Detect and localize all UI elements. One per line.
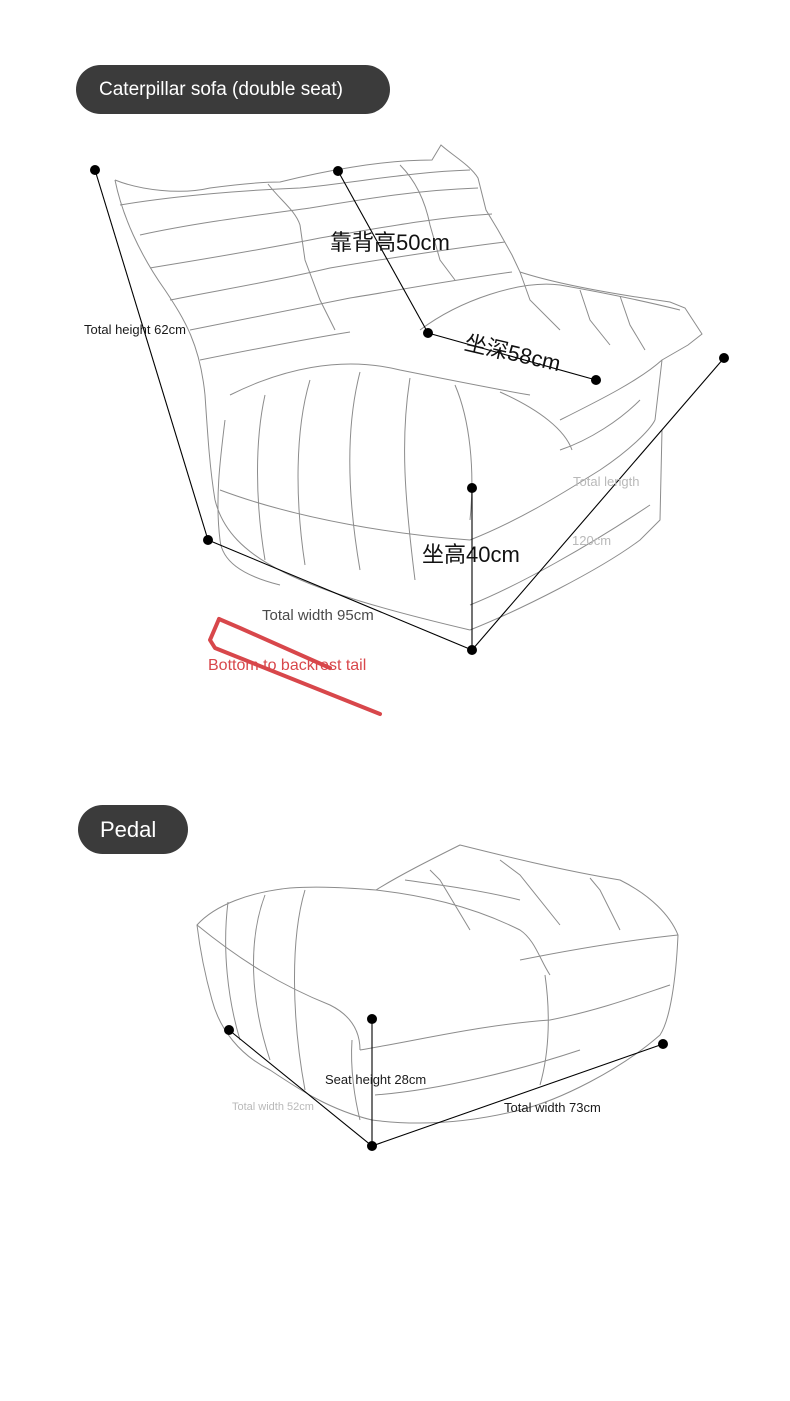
pedal-dimension-points xyxy=(224,1014,668,1151)
seat-height-label: 坐高40cm xyxy=(422,542,520,567)
dimension-point xyxy=(719,353,729,363)
pedal-dimension-lines xyxy=(228,1019,664,1147)
dimension-point xyxy=(203,535,213,545)
sofa-dimension-points xyxy=(90,165,729,655)
total-length-line xyxy=(471,357,725,651)
dimension-point xyxy=(367,1141,377,1151)
dimension-point xyxy=(591,375,601,385)
red-highlight-mark xyxy=(208,617,382,716)
backrest-height-label: 靠背高50cm xyxy=(330,230,450,255)
dimension-point xyxy=(224,1025,234,1035)
pedal-width-left-line xyxy=(228,1029,373,1147)
sofa-outline xyxy=(114,144,703,631)
total-length-label: Total length xyxy=(573,474,640,489)
dimension-point xyxy=(467,645,477,655)
seat-depth-line xyxy=(427,332,597,381)
pedal-outline xyxy=(196,844,679,1124)
total-height-line xyxy=(94,169,209,541)
total-width-label: Total width 95cm xyxy=(262,607,374,624)
total-length-value: 120cm xyxy=(572,533,612,548)
total-height-label: Total height 62cm xyxy=(84,322,186,337)
sofa-title-badge: Caterpillar sofa (double seat) xyxy=(76,65,390,114)
backrest-tail-note: Bottom to backrest tail xyxy=(208,657,367,674)
backrest-height-line xyxy=(337,170,429,334)
dimension-point xyxy=(367,1014,377,1024)
dimension-point xyxy=(467,483,477,493)
sofa-dimension-lines xyxy=(94,169,725,651)
sofa-title: Caterpillar sofa (double seat) xyxy=(99,78,343,100)
dimension-point xyxy=(333,166,343,176)
dimension-point xyxy=(90,165,100,175)
dimension-point xyxy=(658,1039,668,1049)
pedal-width-right-line xyxy=(371,1043,664,1147)
dimension-point xyxy=(423,328,433,338)
pedal-title-badge: Pedal xyxy=(78,805,188,854)
pedal-seat-height-label: Seat height 28cm xyxy=(325,1072,427,1087)
pedal-width-right-label: Total width 73cm xyxy=(504,1100,601,1115)
pedal-width-left-label: Total width 52cm xyxy=(232,1101,314,1113)
pedal-title: Pedal xyxy=(100,816,157,842)
total-width-line xyxy=(207,539,473,651)
